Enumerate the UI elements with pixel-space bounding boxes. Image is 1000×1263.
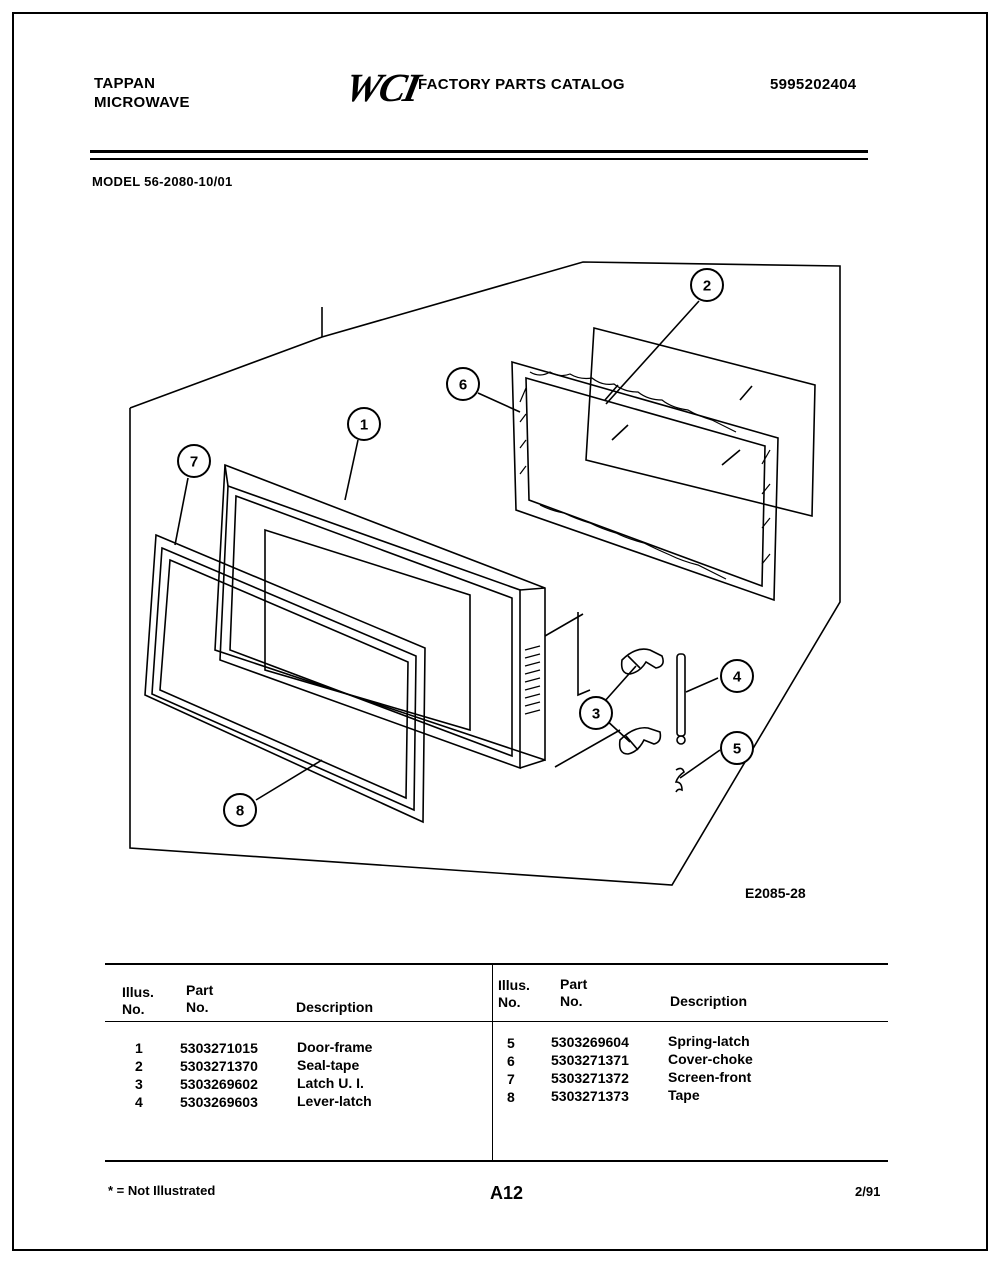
page-number: A12 [490, 1183, 524, 1203]
table-row-4-illus: 4 [135, 1094, 143, 1110]
table-row-6-illus: 6 [507, 1053, 515, 1069]
table-row-7-part: 5303271372 [551, 1070, 629, 1086]
table-divider [492, 965, 493, 1160]
glass-panel-2 [585, 326, 816, 518]
table-row-1-illus: 1 [135, 1040, 143, 1056]
brand-line1: TAPPAN [94, 75, 156, 92]
left-illus-header-2: No. [122, 1001, 145, 1017]
table-row-4-part: 5303269603 [180, 1094, 258, 1110]
header-rule-bottom [90, 158, 868, 160]
table-row-6-desc: Cover-choke [668, 1051, 753, 1067]
table-row-2-part: 5303271370 [180, 1058, 258, 1074]
callout-label-4: 4 [733, 669, 742, 686]
choke-cover-6 [511, 360, 779, 602]
front-screen-7 [144, 533, 426, 824]
right-part-header-1: Part [560, 976, 588, 992]
table-rule-bottom [105, 1160, 888, 1162]
leader-3a [603, 665, 637, 703]
choke-cover-6-inner [525, 376, 766, 588]
right-part-header-2: No. [560, 993, 583, 1009]
latch-upper-3 [620, 648, 664, 675]
leader-1 [344, 439, 359, 501]
page-border [12, 12, 988, 1251]
table-row-7-illus: 7 [507, 1071, 515, 1087]
table-row-5-desc: Spring-latch [668, 1033, 750, 1049]
right-illus-header-2: No. [498, 994, 521, 1010]
front-screen-7-mesh [159, 558, 409, 800]
model-number: MODEL 56-2080-10/01 [92, 174, 233, 189]
callout-circle-5 [720, 731, 754, 765]
table-row-4-desc: Lever-latch [297, 1093, 372, 1109]
revision-date: 2/91 [855, 1184, 881, 1199]
latch-guide [577, 612, 591, 697]
table-row-5-part: 5303269604 [551, 1034, 629, 1050]
callout-circle-6 [446, 367, 480, 401]
lever-latch-4 [676, 653, 686, 745]
table-row-8-illus: 8 [507, 1089, 515, 1105]
left-part-header-1: Part [186, 982, 214, 998]
boundary-outline [129, 261, 841, 886]
callout-circle-2 [690, 268, 724, 302]
table-rule-top [105, 963, 888, 965]
callout-label-6: 6 [459, 377, 467, 394]
table-row-1-part: 5303271015 [180, 1040, 258, 1056]
leader-7 [174, 477, 189, 546]
diagram-linework [129, 261, 841, 886]
table-row-3-illus: 3 [135, 1076, 143, 1092]
table-row-3-desc: Latch U. I. [297, 1075, 364, 1091]
table-row-3-part: 5303269602 [180, 1076, 258, 1092]
leader-2 [605, 300, 700, 405]
callout-label-7: 7 [190, 454, 198, 471]
catalog-title: FACTORY PARTS CATALOG [418, 76, 625, 93]
left-illus-header-1: Illus. [122, 984, 154, 1000]
table-row-2-illus: 2 [135, 1058, 143, 1074]
vent-slots [524, 645, 541, 715]
door-window [264, 528, 471, 732]
callout-label-2: 2 [703, 278, 711, 295]
leader-5 [679, 749, 721, 779]
brand-line2: MICROWAVE [94, 94, 190, 111]
table-row-6-part: 5303271371 [551, 1052, 629, 1068]
right-illus-header-1: Illus. [498, 977, 530, 993]
header-rule-top [90, 150, 868, 153]
catalog-number: 5995202404 [770, 76, 857, 93]
table-row-7-desc: Screen-front [668, 1069, 752, 1085]
table-row-8-desc: Tape [668, 1087, 700, 1103]
callout-circle-8 [223, 793, 257, 827]
callout-label-8: 8 [236, 803, 244, 820]
leader-8 [255, 759, 323, 801]
door-frame-1-inner [229, 494, 513, 758]
callout-circle-3 [579, 696, 613, 730]
latch-guide-lower [554, 729, 621, 768]
spring-latch-5 [674, 767, 685, 793]
front-screen-7-inner [151, 546, 417, 812]
brand-block: TAPPAN MICROWAVE [94, 74, 190, 112]
latch-lower-3 [618, 726, 662, 755]
right-desc-header: Description [670, 993, 748, 1009]
callout-label-5: 5 [733, 741, 741, 758]
diagram-code: E2085-28 [745, 885, 806, 901]
table-rule-header [105, 1021, 888, 1022]
left-part-header-2: No. [186, 999, 209, 1015]
callout-labels: 1 2 3 4 5 6 7 8 [190, 278, 742, 820]
table-row-1-desc: Door-frame [297, 1039, 373, 1055]
leader-4 [685, 677, 719, 693]
not-illustrated-note: * = Not Illustrated [108, 1183, 216, 1198]
callout-circle-4 [720, 659, 754, 693]
leader-6 [477, 392, 521, 413]
callout-label-1: 1 [360, 417, 368, 434]
table-row-2-desc: Seal-tape [297, 1057, 360, 1073]
callout-circle-7 [177, 444, 211, 478]
left-desc-header: Description [296, 999, 374, 1015]
callout-circles [177, 268, 754, 827]
table-row-5-illus: 5 [507, 1035, 515, 1051]
table-row-8-part: 5303271373 [551, 1088, 629, 1104]
callout-label-3: 3 [592, 706, 600, 723]
callout-circle-1 [347, 407, 381, 441]
